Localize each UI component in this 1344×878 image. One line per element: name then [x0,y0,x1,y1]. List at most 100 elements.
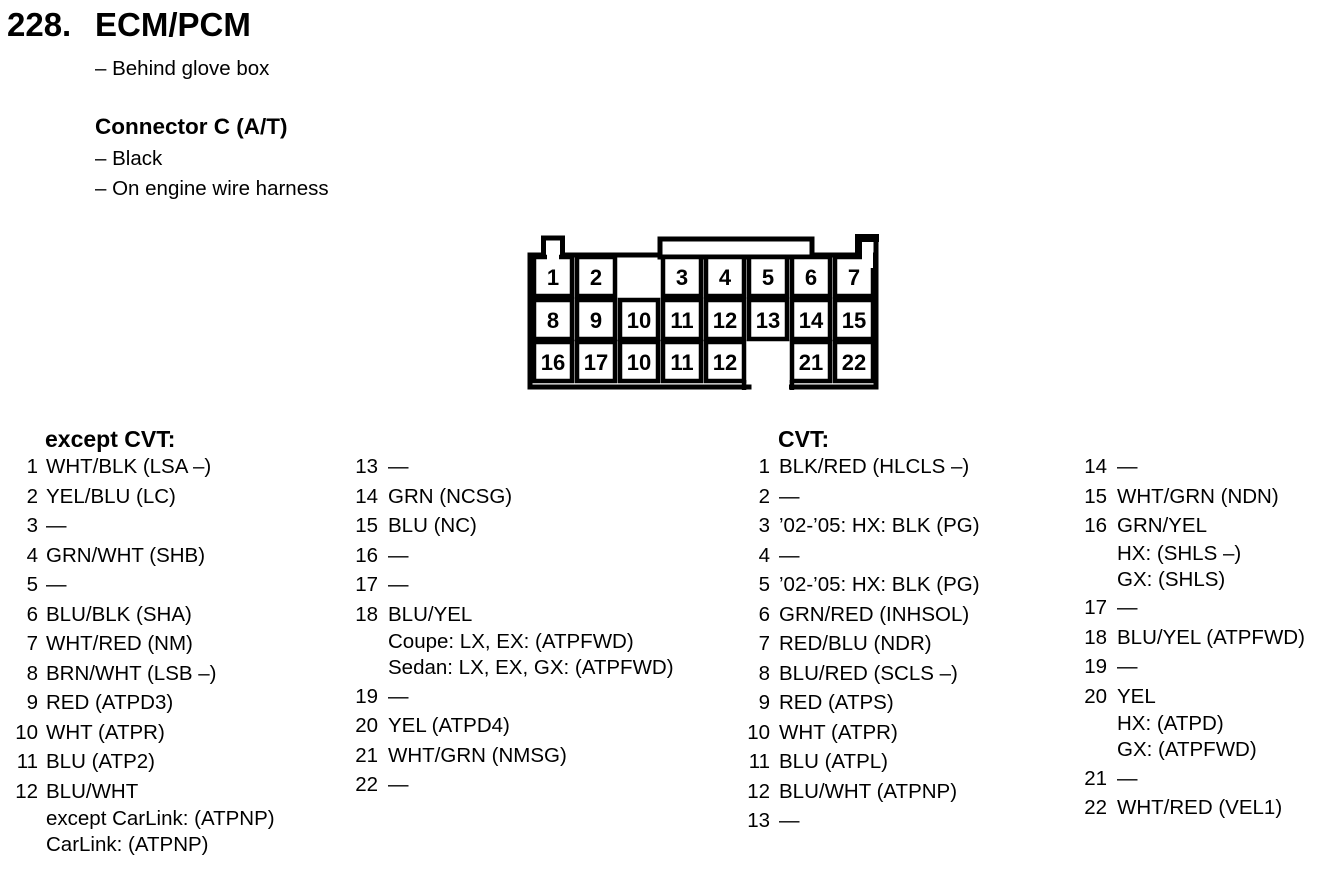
connector-cell [789,297,833,342]
pin-number: 2 [758,484,770,508]
pin-number: 19 [1084,655,1107,679]
pin-label: BLU (ATP2) [46,750,155,773]
pin-row: 14— [1081,452,1305,482]
pin-number: 8 [26,661,38,685]
pin-number: 11 [748,750,770,773]
connector-lock-tab [657,236,815,260]
pin-number: 20 [1084,684,1107,708]
connector-pin-number: 11 [670,350,693,375]
connector-pin-number: 5 [762,265,774,290]
bottom-notch-edge [741,380,747,390]
pin-number: 22 [355,773,378,797]
pin-sub-label: except CarLink: (ATPNP) [46,807,275,830]
pin-row: 19— [352,682,674,712]
pin-label: — [1117,596,1138,620]
connector-cell [832,297,876,342]
pin-label: — [779,809,800,832]
connector-heading: Connector C (A/T) [95,114,288,139]
connector-pin-number: 15 [842,308,866,333]
pin-number: 5 [26,573,38,596]
pin-number: 12 [15,779,38,803]
pin-label: BLU (NC) [388,514,477,537]
pin-label: — [779,484,800,508]
connector-cell [746,297,790,342]
page-title-number: 228. [7,6,72,43]
pin-number: 3 [26,514,38,537]
pin-label: RED/BLU (NDR) [779,632,932,655]
pin-label: WHT/GRN (NDN) [1117,484,1279,508]
connector-pin-number: 10 [627,308,651,333]
connector-cell [531,297,575,342]
pin-number: 9 [758,691,770,714]
connector-cell [660,339,704,384]
pin-number: 6 [758,602,770,626]
connector-pin-number: 8 [547,308,559,333]
pin-row: 15 BLU (NC) [352,511,674,541]
pin-number: 16 [1084,514,1107,537]
pin-number: 15 [1084,484,1107,508]
pin-number: 3 [758,514,770,537]
pin-row: 19 — [1081,652,1305,682]
connector-pin-number: 3 [676,265,688,290]
pin-label: BLU/BLK (SHA) [46,602,192,626]
pin-number: 13 [747,809,770,832]
pin-sub-label: HX: (ATPD) [1117,712,1224,736]
pin-label: — [388,684,409,708]
pin-label: — [46,514,67,537]
cvt-header: CVT: [778,426,830,452]
connector-cell [789,339,833,384]
pin-number: 5 [758,573,770,596]
pin-number: 14 [1084,455,1107,478]
connector-pin-number: 4 [719,265,732,290]
pin-number: 2 [26,484,38,508]
connector-cell [617,297,661,342]
connector-pin-number: 21 [799,350,823,375]
bottom-notch-opening [751,380,789,398]
pin-label: WHT (ATPR) [46,720,165,744]
connector-corner-tab [855,234,862,260]
pin-label: BLU/RED (SCLS –) [779,661,958,685]
connector-cell [660,297,704,342]
pin-label: — [388,773,409,797]
connector-pin-number: 10 [627,350,651,375]
pin-label: — [388,573,409,596]
pin-number: 17 [1084,596,1107,620]
connector-pin-number: 12 [713,350,737,375]
connector-pin-number: 6 [805,265,817,290]
pin-row: 13 — [743,806,980,836]
pin-sub-label: GX: (SHLS) [1117,567,1226,591]
pin-row: 15 WHT/GRN (NDN) [1081,482,1305,512]
pin-row: 16— [352,541,674,571]
pin-number: 15 [355,514,378,537]
pin-label: — [1117,655,1138,679]
pin-row: 5’02-’05: HX: BLK (PG) [743,570,980,600]
pin-label: — [388,455,409,478]
connector-pin-number: 17 [584,350,608,375]
pin-label: WHT/GRN (NMSG) [388,743,567,767]
pin-number: 7 [758,632,770,655]
connector-pin-number: 22 [842,350,866,375]
pin-number: 20 [355,714,378,738]
pin-sub-label: HX: (SHLS –) [1117,541,1242,565]
except-cvt-header: except CVT: [45,426,176,452]
pin-label: BLU (ATPL) [779,750,888,773]
pin-number: 9 [26,691,38,714]
pin-row: 3’02-’05: HX: BLK (PG) [743,511,980,541]
pin-row: 7 RED/BLU (NDR) [743,629,980,659]
